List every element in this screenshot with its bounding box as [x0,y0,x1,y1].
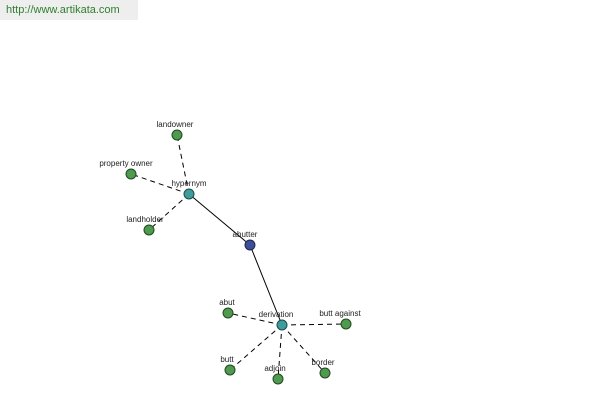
edge-hypernym-landholder [148,193,190,231]
node-butt-against[interactable] [340,318,352,330]
node-border[interactable] [319,367,331,379]
label-landowner: landowner [157,120,194,129]
label-derivation: derivation [259,310,294,319]
node-abutter[interactable] [244,239,256,251]
node-property-owner[interactable] [125,168,137,180]
node-hypernym[interactable] [183,188,195,200]
edge-hypernym-property-owner [130,173,190,195]
edge-derivation-butt-against [281,323,347,326]
label-landholder: landholder [126,215,164,224]
node-landowner[interactable] [171,129,183,141]
node-butt[interactable] [224,364,236,376]
node-derivation[interactable] [276,319,288,331]
edge-abutter-derivation [249,244,283,326]
label-butt: butt [220,355,234,364]
edge-hypernym-landowner [176,134,190,195]
source-url-link[interactable]: http://www.artikata.com [0,0,138,20]
label-property-owner: property owner [99,159,153,168]
edge-derivation-adjoin [277,324,283,380]
label-butt-against: butt against [319,309,361,318]
node-adjoin[interactable] [272,373,284,385]
edge-derivation-abut [227,312,283,326]
label-adjoin: adjoin [264,364,285,373]
label-hypernym: hypernym [171,179,206,188]
edge-derivation-butt [229,324,283,371]
label-abut: abut [219,298,235,307]
edge-derivation-border [281,324,326,374]
node-landholder[interactable] [143,224,155,236]
label-border: border [311,358,334,367]
edge-hypernym-abutter [188,193,251,246]
node-abut[interactable] [222,307,234,319]
label-abutter: abutter [233,230,258,239]
